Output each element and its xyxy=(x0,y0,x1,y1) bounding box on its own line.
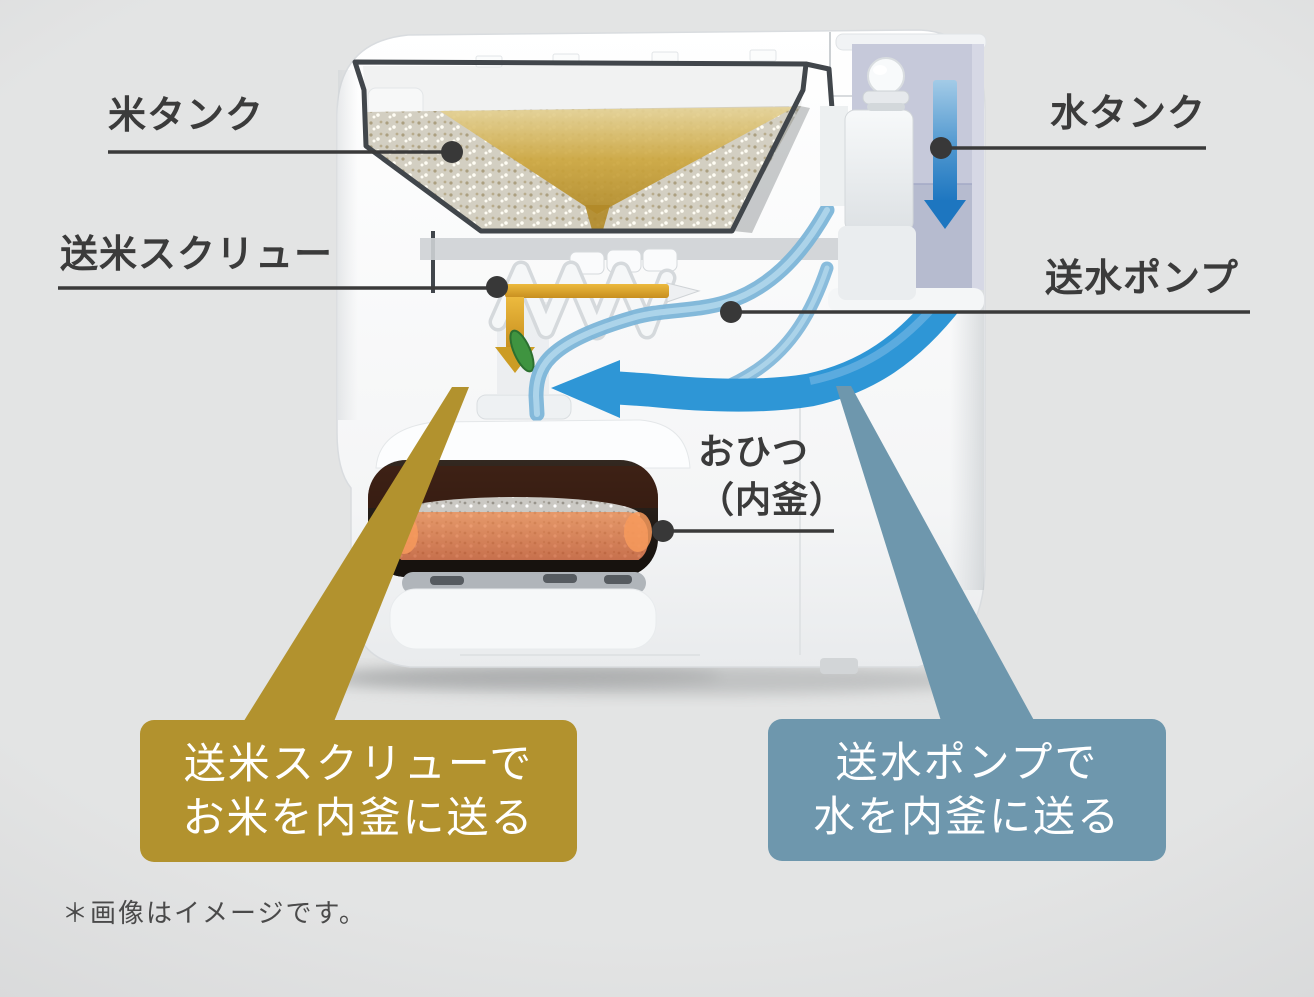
rice-callout-line2: お米を内釜に送る xyxy=(182,794,535,841)
rice-gold-funnel xyxy=(440,107,795,214)
label-leader-lines xyxy=(58,146,1250,533)
rice-tank-hopper xyxy=(352,49,850,293)
water-pump-unit xyxy=(820,57,916,300)
water-callout-wedge xyxy=(836,386,1036,724)
image-disclaimer-note: ＊画像はイメージです。 xyxy=(62,898,367,928)
water-callout-line2: 水を内釜に送る xyxy=(812,793,1121,840)
rice-callout-line1: 送米スクリューで xyxy=(183,740,534,788)
label-inner-pot-line1: おひつ xyxy=(698,431,810,472)
floor-shadow xyxy=(320,665,992,695)
label-rice-feed-screw: 送米スクリュー xyxy=(60,234,334,276)
pot-inlet xyxy=(476,394,572,420)
label-dots xyxy=(441,137,952,542)
label-rice-tank: 米タンク xyxy=(108,95,265,137)
label-water-pump: 送水ポンプ xyxy=(1045,258,1239,300)
rice-callout-wedge xyxy=(242,387,469,724)
rice-callout-box: 送米スクリューで お米を内釜に送る xyxy=(140,720,577,862)
rice-grain-leaf xyxy=(509,329,535,373)
water-callout-line1: 送水ポンプで xyxy=(835,739,1099,787)
water-callout-box: 送水ポンプで 水を内釜に送る xyxy=(768,719,1166,861)
label-inner-pot: おひつ （内釜） xyxy=(698,428,846,523)
label-water-tank: 水タンク xyxy=(1050,93,1207,135)
label-inner-pot-line2: （内釜） xyxy=(698,478,847,520)
